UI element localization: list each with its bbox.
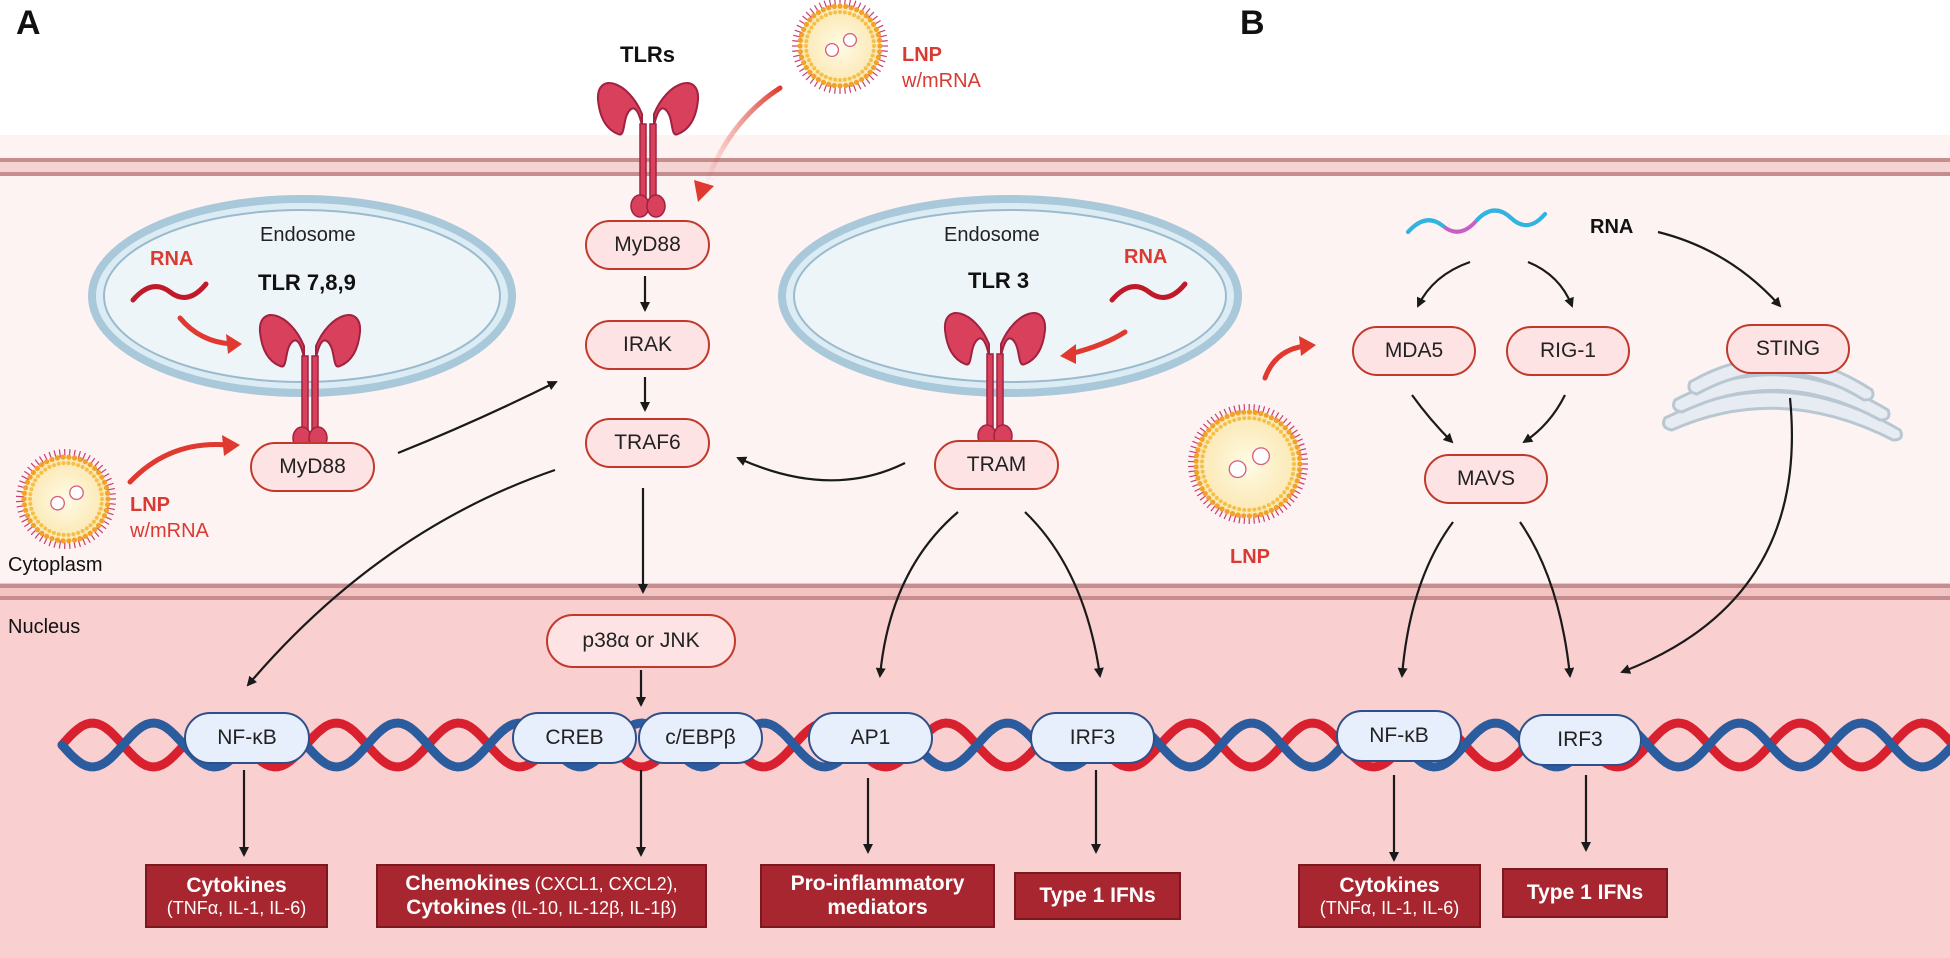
- type1-ifns-label-b: Type 1 IFNs: [1526, 880, 1644, 904]
- rna-label-left: RNA: [150, 248, 194, 270]
- endosome-left-title: Endosome: [260, 224, 356, 246]
- cytokines-title-b: Cytokines: [1339, 873, 1440, 897]
- cytokines-detail-chem: (IL-10, IL-12β, IL-1β): [511, 898, 677, 918]
- rig1-node: RIG-1: [1506, 326, 1630, 376]
- nfkb-node-b: NF-κB: [1336, 710, 1462, 762]
- tlr3-label: TLR 3: [968, 268, 1030, 293]
- type1-ifns-box-b: Type 1 IFNs: [1502, 868, 1668, 918]
- proinflammatory-box: Pro-inflammatory mediators: [760, 864, 995, 928]
- myd88-top-node: MyD88: [585, 220, 710, 270]
- lnp-particle-left: [16, 449, 116, 549]
- cytokines-title-a: Cytokines: [186, 873, 287, 897]
- nuclear-membrane: [0, 583, 1950, 600]
- cebp-node: c/EBPβ: [638, 712, 763, 764]
- tram-node: TRAM: [934, 440, 1059, 490]
- plasma-membrane: [0, 158, 1950, 176]
- red-arrowheads: [222, 180, 1316, 456]
- myd88-left-node: MyD88: [250, 442, 375, 492]
- lnp-top-name: LNP: [902, 44, 942, 66]
- lnp-particle-b: [1188, 404, 1308, 524]
- ap1-node: AP1: [808, 712, 933, 764]
- cytokines-detail-a: (TNFα, IL-1, IL-6): [166, 897, 307, 918]
- chemokines-detail: (CXCL1, CXCL2),: [534, 873, 678, 894]
- p38-jnk-node: p38α or JNK: [546, 614, 736, 668]
- cytoplasm-label: Cytoplasm: [8, 554, 103, 576]
- irf3-node-a: IRF3: [1030, 712, 1155, 764]
- rna-label-b: RNA: [1590, 216, 1634, 238]
- tlr-receptor-top: [596, 82, 700, 218]
- nucleus-label: Nucleus: [8, 616, 81, 638]
- mavs-node: MAVS: [1424, 454, 1548, 504]
- lnp-left-sub: w/mRNA: [130, 520, 209, 542]
- rna-label-right: RNA: [1124, 246, 1168, 268]
- signal-arrows: [239, 230, 1794, 862]
- rna-strand-right: [1109, 281, 1188, 303]
- lnp-left-name: LNP: [130, 494, 170, 516]
- endosome-right-title: Endosome: [944, 224, 1040, 246]
- mda5-node: MDA5: [1352, 326, 1476, 376]
- rna-strand-b: [1406, 208, 1547, 234]
- rna-strand-left: [130, 281, 209, 303]
- chemokines-title: Chemokines: [405, 871, 531, 895]
- lnp-particle-top: [792, 0, 888, 94]
- irf3-node-b: IRF3: [1518, 714, 1642, 766]
- tlrs-title: TLRs: [620, 42, 675, 67]
- cytokines-title-chem: Cytokines: [406, 896, 507, 919]
- sting-node: STING: [1726, 324, 1850, 374]
- chemokines-box: Chemokines (CXCL1, CXCL2), Cytokines (IL…: [376, 864, 707, 928]
- lnp-label-b: LNP: [1230, 546, 1270, 568]
- cytokines-box-a: Cytokines (TNFα, IL-1, IL-6): [145, 864, 328, 928]
- proinflammatory-line1: Pro-inflammatory: [790, 871, 965, 895]
- creb-node: CREB: [512, 712, 637, 764]
- nfkb-node-a: NF-κB: [184, 712, 310, 764]
- panel-label-b: B: [1240, 4, 1265, 42]
- panel-label-a: A: [16, 4, 41, 42]
- proinflammatory-line2: mediators: [827, 896, 928, 919]
- lnp-top-sub: w/mRNA: [902, 70, 981, 92]
- irak-node: IRAK: [585, 320, 710, 370]
- cytokines-detail-b: (TNFα, IL-1, IL-6): [1319, 897, 1460, 918]
- type1-ifns-box-a: Type 1 IFNs: [1014, 872, 1181, 920]
- cytokines-box-b: Cytokines (TNFα, IL-1, IL-6): [1298, 864, 1481, 928]
- tlr789-label: TLR 7,8,9: [258, 270, 356, 295]
- type1-ifns-label-a: Type 1 IFNs: [1039, 883, 1156, 907]
- traf6-node: TRAF6: [585, 418, 710, 468]
